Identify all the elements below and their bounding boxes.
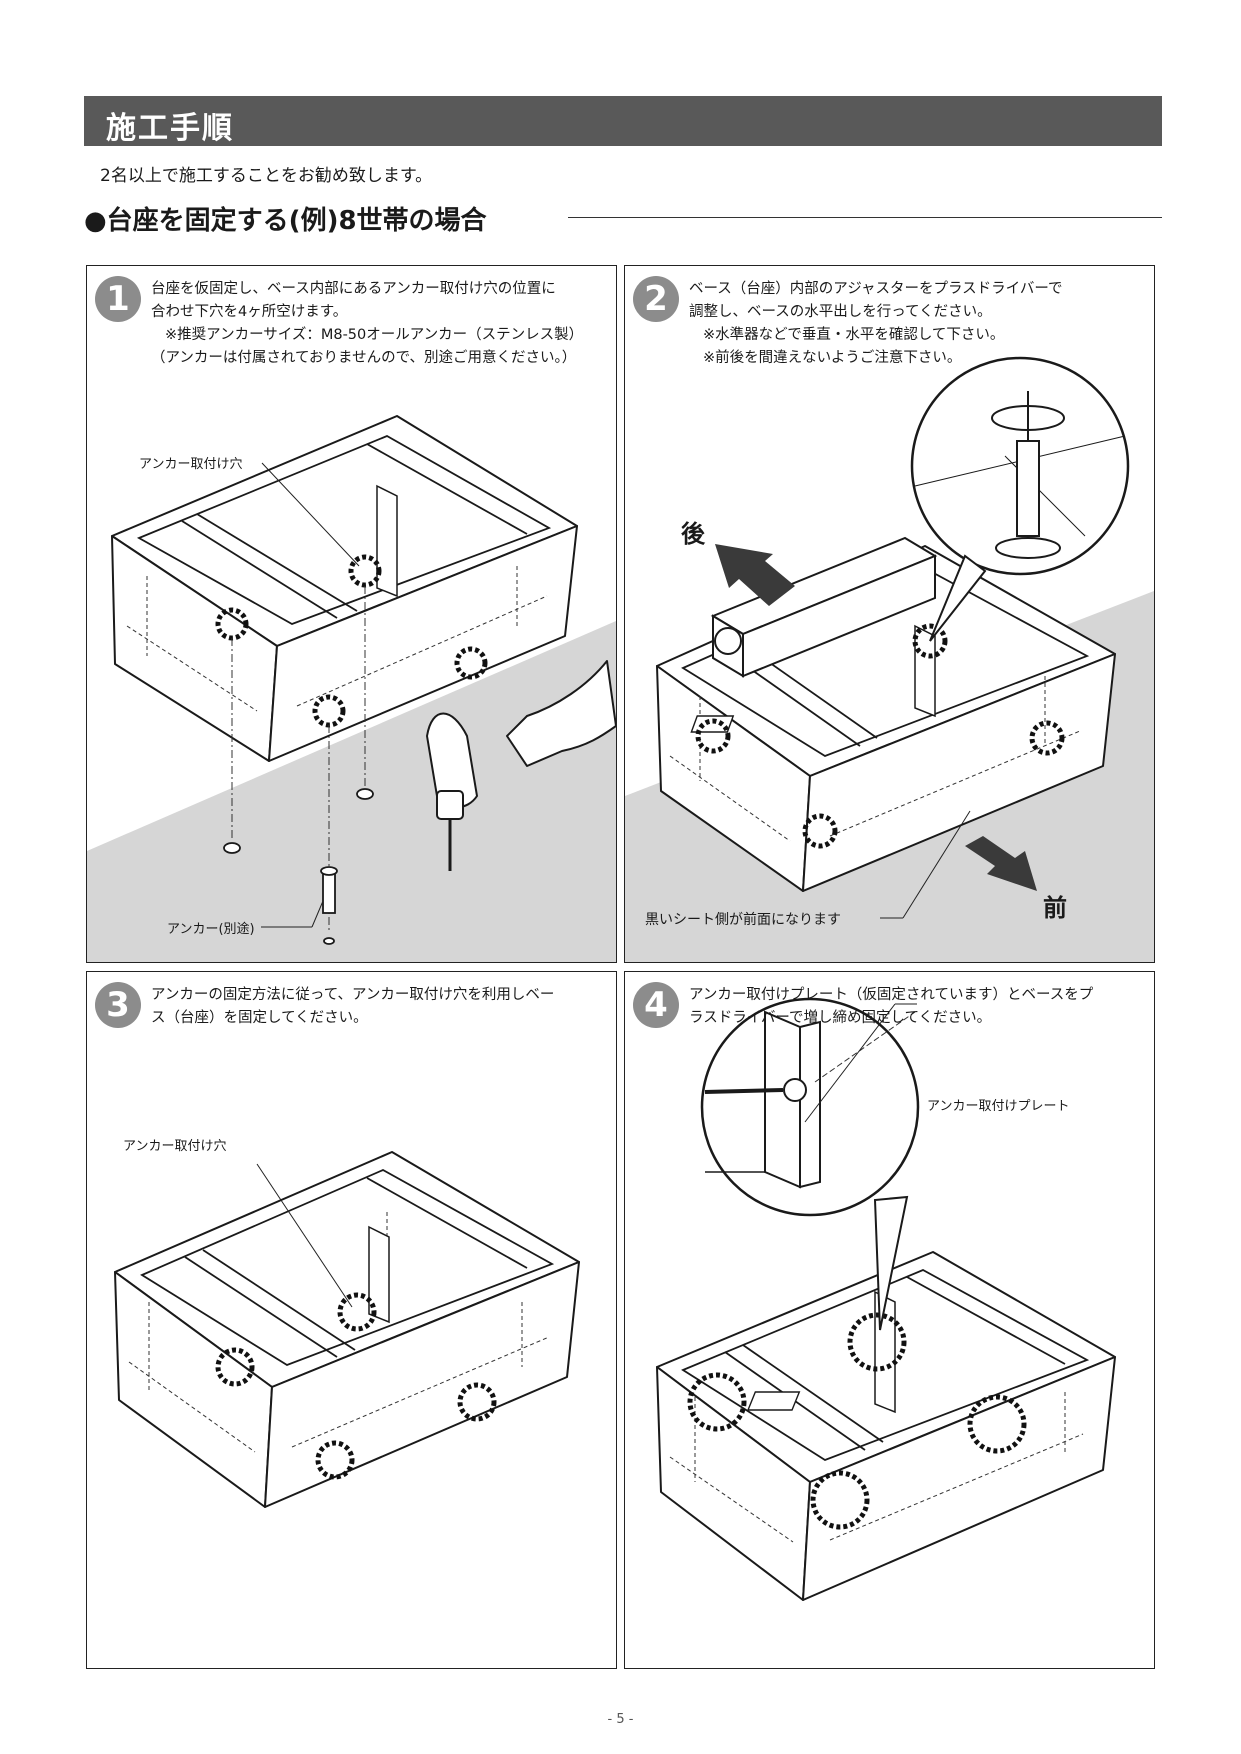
step-2-number: 2 (633, 276, 679, 322)
step-3-instructions: アンカーの固定方法に従って、アンカー取付け穴を利用しベー ス（台座）を固定してく… (151, 984, 608, 1030)
anchor-hole-label: アンカー取付け穴 (139, 457, 243, 472)
step-2-panel: 2 ベース（台座）内部のアジャスターをプラスドライバーで 調整し、ベースの水平出… (624, 265, 1155, 963)
front-label: 前 (1043, 894, 1067, 922)
anchor-label: アンカー(別途) (167, 922, 255, 937)
step-2-note: ※前後を間違えないようご注意下さい。 (703, 350, 962, 366)
step-2-line: 調整し、ベースの水平出しを行ってください。 (689, 304, 992, 320)
step-1-instructions: 台座を仮固定し、ベース内部にあるアンカー取付け穴の位置に 合わせ下穴を4ヶ所空け… (151, 278, 608, 370)
header-bar: 施工手順 (84, 96, 1162, 146)
black-sheet-label: 黒いシート側が前面になります (645, 912, 841, 928)
step-3-illustration (114, 1151, 580, 1508)
back-label: 後 (681, 520, 705, 548)
intro-text: 2名以上で施工することをお勧め致します。 (100, 166, 433, 186)
anchor-hole-label: アンカー取付け穴 (123, 1139, 227, 1154)
step-1-panel: 1 台座を仮固定し、ベース内部にあるアンカー取付け穴の位置に 合わせ下穴を4ヶ所… (86, 265, 617, 963)
step-4-number: 4 (633, 982, 679, 1028)
step-3-line: アンカーの固定方法に従って、アンカー取付け穴を利用しベー (151, 987, 555, 1003)
section-title: ●台座を固定する(例)8世帯の場合 (84, 206, 487, 236)
step-3-line: ス（台座）を固定してください。 (151, 1010, 368, 1026)
anchor-plate-label: アンカー取付けプレート (927, 1099, 1070, 1114)
step-2-note: ※水準器などで垂直・水平を確認して下さい。 (703, 327, 1005, 343)
section-rule (568, 217, 1162, 218)
step-3-panel: 3 アンカーの固定方法に従って、アンカー取付け穴を利用しベー ス（台座）を固定し… (86, 971, 617, 1669)
step-2-line: ベース（台座）内部のアジャスターをプラスドライバーで (689, 281, 1063, 297)
step-1-number: 1 (95, 276, 141, 322)
step-4-panel: 4 アンカー取付けプレート（仮固定されています）とベースをプ ラスドライバーで増… (624, 971, 1155, 1669)
step-1-note: ※推奨アンカーサイズ：M8-50オールアンカー（ステンレス製） (165, 327, 584, 343)
step-1-illustration (87, 415, 616, 962)
step-1-line: 合わせ下穴を4ヶ所空けます。 (151, 304, 348, 320)
step-1-note: （アンカーは付属されておりませんので、別途ご用意ください。） (151, 350, 577, 366)
step-2-illustration (625, 356, 1154, 962)
step-4-instructions: アンカー取付けプレート（仮固定されています）とベースをプ ラスドライバーで増し締… (689, 984, 1146, 1030)
step-4-line: アンカー取付けプレート（仮固定されています）とベースをプ (689, 987, 1094, 1003)
step-4-illustration (656, 997, 1116, 1601)
page-number: - 5 - (607, 1712, 634, 1727)
step-1-line: 台座を仮固定し、ベース内部にあるアンカー取付け穴の位置に (151, 281, 556, 297)
page-title: 施工手順 (106, 111, 234, 146)
step-4-line: ラスドライバーで増し締め固定してください。 (689, 1010, 992, 1026)
step-3-number: 3 (95, 982, 141, 1028)
step-2-instructions: ベース（台座）内部のアジャスターをプラスドライバーで 調整し、ベースの水平出しを… (689, 278, 1146, 370)
